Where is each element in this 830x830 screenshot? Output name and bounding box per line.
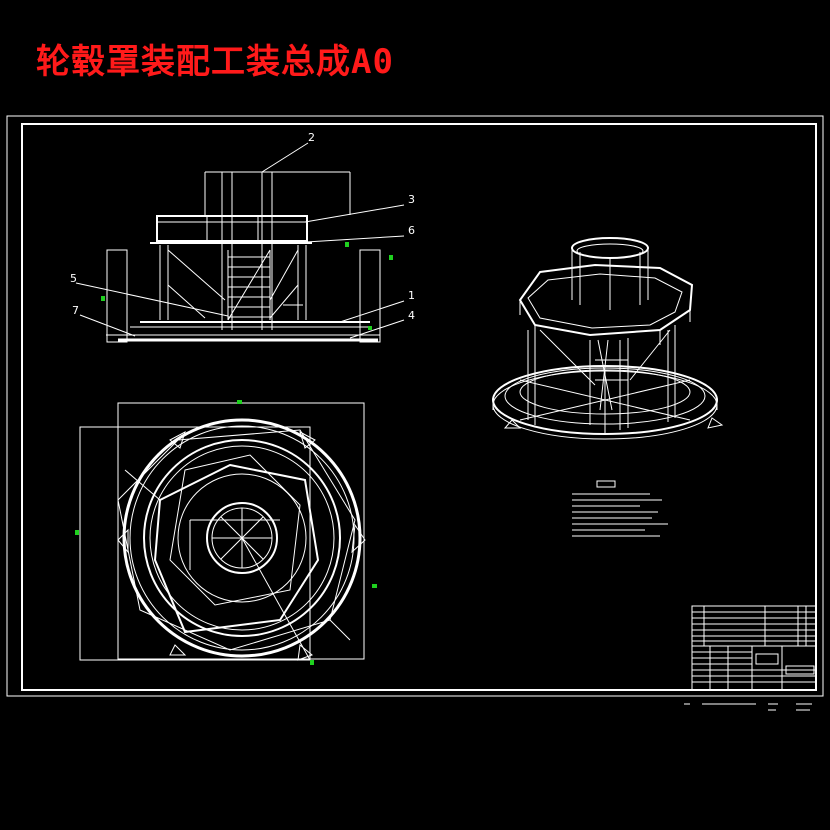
dimension-marks xyxy=(75,242,393,665)
title-block xyxy=(691,605,817,691)
plan-view xyxy=(79,402,366,661)
outer-sheet-border xyxy=(6,115,824,697)
front-elevation-view xyxy=(106,171,381,343)
part-label-1: 1 xyxy=(408,289,415,302)
technical-notes-block xyxy=(572,480,668,537)
drawing-title: 轮毂罩装配工装总成A0 xyxy=(36,42,394,82)
part-label-3: 3 xyxy=(408,193,415,206)
isometric-view xyxy=(492,237,724,440)
part-label-6: 6 xyxy=(408,224,415,237)
sheet-footer-marks xyxy=(684,703,812,711)
part-label-4: 4 xyxy=(408,309,415,322)
part-label-5: 5 xyxy=(70,272,77,285)
part-label-2: 2 xyxy=(308,131,315,144)
inner-sheet-border xyxy=(21,123,817,691)
part-label-7: 7 xyxy=(72,304,79,317)
leader-lines xyxy=(75,142,405,339)
